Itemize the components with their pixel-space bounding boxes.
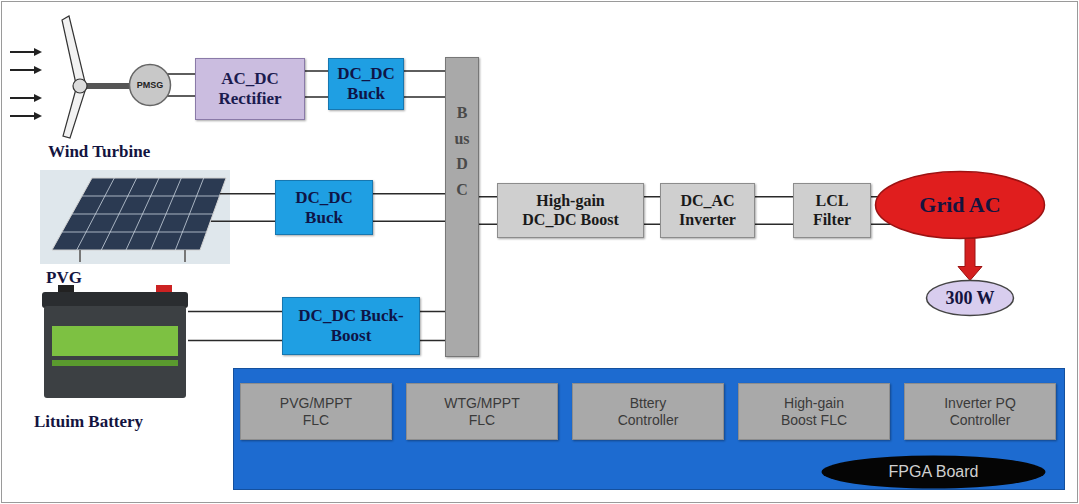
converter-label: DC_DC Buck — [333, 64, 399, 103]
pv-panel — [40, 170, 230, 264]
grid-label: Grid AC — [919, 192, 1000, 217]
power-wires — [644, 197, 660, 225]
converter-label: DC_AC Inverter — [665, 192, 750, 229]
battery-wires — [188, 312, 282, 341]
power-wires — [373, 194, 445, 222]
pv-wires — [211, 194, 275, 222]
controller-box: WTG/MPPT FLC — [406, 383, 558, 440]
controller-label: Inverter PQ Controller — [932, 395, 1028, 427]
converter-box: DC_DC Buck — [328, 58, 404, 110]
wind-arrow — [10, 97, 34, 99]
part-label: Wind Turbine — [48, 142, 150, 162]
turbine-blade — [63, 89, 85, 138]
controller-box: Bttery Controller — [572, 383, 724, 440]
dc-bus-bar: Bus DC — [445, 57, 479, 357]
pv-cell-grid — [62, 178, 220, 250]
turbine-shaft — [84, 83, 130, 89]
power-wires — [305, 71, 328, 97]
power-wires — [479, 197, 497, 225]
power-wires — [167, 74, 195, 96]
wind-arrow — [10, 69, 34, 71]
converter-label: LCL Filter — [802, 192, 862, 229]
converter-box: DC_DC Buck-Boost — [282, 297, 420, 355]
ellipse-shape — [876, 172, 1045, 239]
arrow-head — [34, 66, 42, 74]
bus-label: Bus DC — [454, 100, 470, 202]
arrow-head — [34, 94, 42, 102]
turbine-hub — [73, 79, 87, 93]
arrow-head — [34, 112, 42, 120]
turbine-blade — [62, 16, 85, 84]
wind-arrow — [10, 51, 34, 53]
converter-label: DC_DC Buck — [289, 188, 359, 227]
generator-circle: PMSG — [128, 63, 172, 107]
pv-leg — [79, 250, 81, 262]
pv-photo-ground — [40, 170, 230, 264]
power-wires — [404, 71, 445, 97]
controller-label: PVG/MPPT FLC — [268, 395, 364, 427]
converter-label: DC_DC Buck-Boost — [296, 306, 406, 345]
load-ellipse: 300 W — [925, 279, 1015, 317]
arrow-head — [34, 48, 42, 56]
wind-arrow — [10, 115, 34, 117]
converter-box: High-gain DC_DC Boost — [497, 183, 644, 238]
load-label: 300 W — [945, 288, 994, 309]
converter-label: High-gain DC_DC Boost — [515, 192, 627, 229]
converter-box: DC_DC Buck — [275, 180, 373, 235]
battery — [42, 285, 188, 398]
controller-box: Inverter PQ Controller — [904, 383, 1056, 440]
power-wires — [755, 197, 793, 225]
converter-label: AC_DC Rectifier — [200, 69, 300, 108]
part-label: Lituim Battery — [34, 412, 143, 432]
power-wires — [420, 312, 445, 341]
power-flow-arrow — [958, 238, 982, 280]
wind-turbine — [62, 16, 130, 138]
grid-ellipse: Grid AC — [874, 170, 1046, 240]
battery-body — [44, 306, 186, 398]
battery-band — [52, 326, 178, 356]
pv-leg — [184, 250, 186, 262]
controller-label: WTG/MPPT FLC — [434, 395, 530, 427]
battery-stripe — [52, 360, 178, 366]
fpga-panel: FPGA Board PVG/MPPT FLC WTG/MPPT FLC Bttery… — [233, 368, 1065, 490]
pv-module — [52, 178, 226, 250]
converter-box: LCL Filter — [793, 183, 871, 238]
ellipse-shape — [927, 281, 1014, 316]
controller-box: High-gain Boost FLC — [738, 383, 890, 440]
battery-lid — [42, 292, 188, 308]
fpga-board-label: FPGA Board — [821, 455, 1046, 489]
controller-label: High-gain Boost FLC — [766, 395, 862, 427]
converter-box: DC_AC Inverter — [660, 183, 755, 238]
controller-label: Bttery Controller — [600, 395, 696, 427]
rectifier-box: AC_DC Rectifier — [195, 58, 305, 120]
wind-arrows — [10, 48, 42, 120]
controller-box: PVG/MPPT FLC — [240, 383, 392, 440]
part-label: PVG — [46, 268, 82, 288]
board-ellipse-shape — [822, 456, 1046, 489]
generator-label: PMSG — [137, 80, 164, 90]
ellipse-shape — [130, 65, 171, 106]
